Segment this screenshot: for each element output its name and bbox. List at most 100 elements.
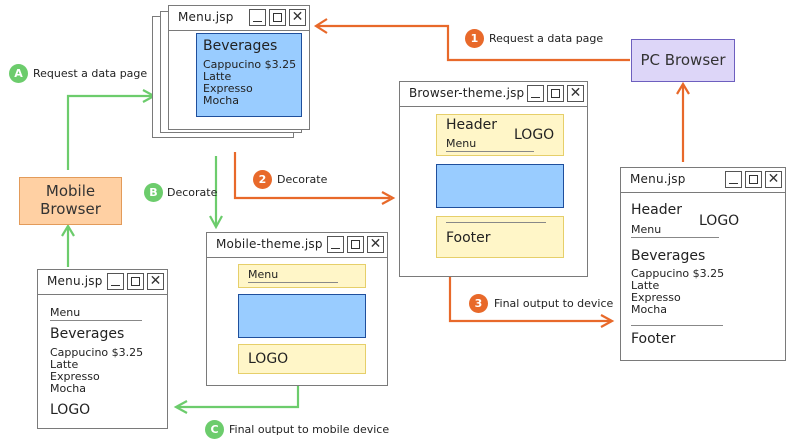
window-title: Browser-theme.jsp xyxy=(409,86,525,100)
content-item: Cappucino $3.25 xyxy=(50,346,144,359)
window-controls: ✕ xyxy=(107,273,164,290)
maximize-icon xyxy=(347,236,364,253)
arrowhead-pc-output-to-browser xyxy=(676,81,690,95)
mobile-theme-window: Mobile-theme.jsp ✕ Menu LOGO xyxy=(206,232,388,386)
step-badge-3: 3 xyxy=(469,294,488,313)
arrow-request-data-page-mobile xyxy=(66,94,152,170)
menu-label: Menu xyxy=(50,306,81,319)
window-controls: ✕ xyxy=(249,9,306,26)
logo-label: LOGO xyxy=(514,127,555,143)
step-label-3: Final output to device xyxy=(494,297,614,310)
content-item: Expresso xyxy=(50,370,100,383)
arrow-final-output-mobile xyxy=(178,386,300,409)
header-label: Header xyxy=(446,117,497,133)
maximize-icon xyxy=(547,85,564,102)
window-title: Menu.jsp xyxy=(178,10,234,24)
close-icon: ✕ xyxy=(567,85,584,102)
arrowhead-mobile-output-to-browser xyxy=(61,223,75,237)
maximize-icon xyxy=(269,9,286,26)
minimize-icon xyxy=(249,9,266,26)
logo-label: LOGO xyxy=(699,213,740,229)
content-item: Expresso xyxy=(631,291,681,304)
step-badge-2: 2 xyxy=(253,170,272,189)
window-controls: ✕ xyxy=(527,85,584,102)
close-icon: ✕ xyxy=(147,273,164,290)
footer-divider xyxy=(631,325,723,326)
logo-region: LOGO xyxy=(238,344,366,374)
content-placeholder xyxy=(238,294,366,338)
minimize-icon xyxy=(725,171,742,188)
step-label-2: Decorate xyxy=(277,173,328,186)
title-bar: Menu.jsp ✕ xyxy=(38,270,167,295)
maximize-icon xyxy=(127,273,144,290)
step-label-1: Request a data page xyxy=(489,32,604,45)
arrowhead-final-output-device xyxy=(600,314,615,328)
step-badge-1: 1 xyxy=(465,29,484,48)
step-label-c: Final output to mobile device xyxy=(229,423,390,436)
content-item: Cappucino $3.25 xyxy=(631,267,725,280)
step-badge-b: B xyxy=(144,183,163,202)
window-title: Menu.jsp xyxy=(630,172,686,186)
step-badge-a: A xyxy=(9,64,28,83)
mobile-browser-box: Mobile Browser xyxy=(19,177,122,225)
arrow-final-output-device xyxy=(448,277,610,323)
content-heading: Beverages xyxy=(203,38,278,54)
content-item: Latte xyxy=(203,70,232,83)
footer-divider xyxy=(446,222,546,223)
content-item: Latte xyxy=(631,279,660,292)
close-icon: ✕ xyxy=(367,236,384,253)
arrowhead-decorate-mobile xyxy=(209,215,223,230)
mobile-output-window: Menu.jsp ✕ Menu Beverages Cappucino $3.2… xyxy=(37,269,168,429)
logo-label: LOGO xyxy=(50,402,91,418)
browser-theme-window: Browser-theme.jsp ✕ Header LOGO Menu Foo… xyxy=(399,81,588,277)
content-heading: Beverages xyxy=(50,326,125,342)
title-bar: Menu.jsp ✕ xyxy=(169,6,309,31)
content-item: Mocha xyxy=(203,94,239,107)
step-label-a: Request a data page xyxy=(33,67,148,80)
content-item: Mocha xyxy=(50,382,86,395)
pc-browser-box: PC Browser xyxy=(631,39,735,82)
content-placeholder xyxy=(436,164,564,208)
arrowhead-request-data-page-pc xyxy=(313,18,328,34)
header-region: Header LOGO Menu xyxy=(436,114,564,156)
content-item: Mocha xyxy=(631,303,667,316)
menu-underline xyxy=(248,282,338,283)
title-bar: Menu.jsp ✕ xyxy=(621,168,785,193)
minimize-icon xyxy=(107,273,124,290)
mobile-browser-label-line1: Mobile xyxy=(45,182,96,200)
window-controls: ✕ xyxy=(725,171,782,188)
footer-label: Footer xyxy=(446,230,491,246)
close-icon: ✕ xyxy=(765,171,782,188)
window-title: Menu.jsp xyxy=(47,274,103,288)
step-label-b: Decorate xyxy=(167,186,218,199)
content-item: Cappucino $3.25 xyxy=(203,58,297,71)
arrow-decorate-pc xyxy=(233,152,390,200)
mobile-browser-label-line2: Browser xyxy=(40,200,101,218)
footer-region: Footer xyxy=(436,216,564,258)
source-page-window: Menu.jsp ✕ Beverages Cappucino $3.25 Lat… xyxy=(168,5,310,130)
menu-label: Menu xyxy=(446,137,477,150)
content-heading: Beverages xyxy=(631,248,706,264)
content-item: Expresso xyxy=(203,82,253,95)
close-icon: ✕ xyxy=(289,9,306,26)
content-item: Latte xyxy=(50,358,79,371)
content-block: Beverages Cappucino $3.25 Latte Expresso… xyxy=(196,33,302,117)
header-label: Header xyxy=(631,202,682,218)
window-title: Mobile-theme.jsp xyxy=(216,237,323,251)
arrow-request-data-page-pc xyxy=(316,24,630,62)
pc-browser-label: PC Browser xyxy=(640,51,726,69)
arrowhead-final-output-mobile xyxy=(173,400,188,414)
menu-underline xyxy=(631,237,719,238)
title-bar: Browser-theme.jsp ✕ xyxy=(400,82,587,107)
window-controls: ✕ xyxy=(327,236,384,253)
menu-region: Menu xyxy=(238,264,366,288)
pc-output-window: Menu.jsp ✕ Header LOGO Menu Beverages Ca… xyxy=(620,167,786,361)
maximize-icon xyxy=(745,171,762,188)
menu-label: Menu xyxy=(248,268,279,281)
minimize-icon xyxy=(527,85,544,102)
footer-label: Footer xyxy=(631,331,676,347)
menu-underline xyxy=(50,320,142,321)
title-bar: Mobile-theme.jsp ✕ xyxy=(207,233,387,258)
